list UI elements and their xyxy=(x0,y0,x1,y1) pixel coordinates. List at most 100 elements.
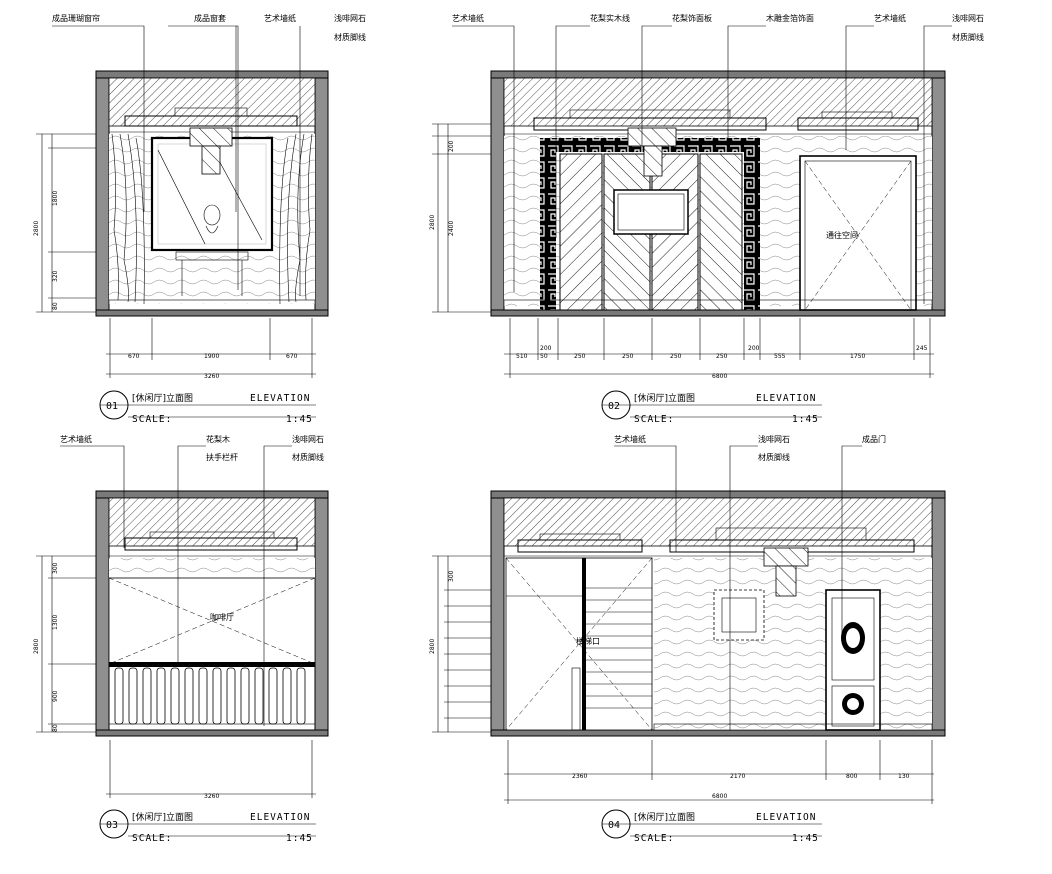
scale-value: 1:45 xyxy=(792,833,819,844)
callout-label: 浅啡网石 xyxy=(758,434,790,444)
drawing-number: 01 xyxy=(106,401,118,412)
callout-label: 材质脚线 xyxy=(292,452,324,462)
curtain-right xyxy=(279,133,313,305)
callout-leaders xyxy=(452,25,952,304)
dim-label-vertical: 1800 xyxy=(52,191,59,206)
callout-leaders xyxy=(614,445,862,730)
callout-label: 艺术墙纸 xyxy=(874,13,906,23)
dim-total: 3260 xyxy=(204,793,219,800)
right-wall xyxy=(314,497,329,737)
elevation-panel-03: 艺术墙纸 花梨木 扶手栏杆 浅啡网石 材质脚线 咖啡厅 3260 2800 30… xyxy=(33,434,329,844)
room-label: 咖啡厅 xyxy=(210,612,234,622)
scale-label: SCALE: xyxy=(132,833,172,844)
handrail xyxy=(109,662,315,667)
callout-label: 成品门 xyxy=(862,434,886,444)
dim-label: 555 xyxy=(774,353,786,360)
chandelier xyxy=(627,127,677,147)
right-wall xyxy=(931,77,946,317)
elevation-panel-01: 成品珊瑚窗帘 成品窗套 艺术墙纸 浅啡网石 材质脚线 670 1900 670 … xyxy=(33,13,366,425)
dim-total: 6800 xyxy=(712,793,727,800)
drawing-number: 04 xyxy=(608,820,620,831)
left-wall xyxy=(95,497,110,737)
dim-label-vertical: 300 xyxy=(448,570,455,582)
curtain-left xyxy=(111,133,145,305)
dim-total: 3260 xyxy=(204,373,219,380)
dim-label-vertical: 2800 xyxy=(429,639,436,654)
ceiling-void xyxy=(108,77,316,127)
dim-vertical xyxy=(36,133,96,313)
ceiling-light-cove xyxy=(174,107,248,117)
callout-label: 浅啡网石 xyxy=(952,13,984,23)
drawing-name: [休闲厅]立面图 xyxy=(634,392,695,404)
dim-label: 200 xyxy=(748,345,760,352)
elevation-label: ELEVATION xyxy=(250,812,310,823)
dim-label: 250 xyxy=(716,353,728,360)
dim-label: 250 xyxy=(670,353,682,360)
right-wall xyxy=(314,77,329,317)
callout-label: 花梨实木线 xyxy=(590,13,630,23)
dim-label: 200 xyxy=(540,345,552,352)
fret-border-right xyxy=(744,138,760,310)
chandelier xyxy=(763,547,809,567)
wood-panel xyxy=(699,153,743,311)
wall-art-frame xyxy=(713,589,765,641)
dim-label-vertical: 900 xyxy=(52,690,59,702)
callout-label: 花梨木 xyxy=(206,434,230,444)
top-slab xyxy=(490,490,946,499)
left-wall xyxy=(490,497,505,737)
dim-label-vertical: 320 xyxy=(52,270,59,282)
dim-label-vertical: 2400 xyxy=(448,221,455,236)
floor-slab xyxy=(490,729,946,737)
scale-label: SCALE: xyxy=(634,833,674,844)
callout-label: 艺术墙纸 xyxy=(452,13,484,23)
elevation-label: ELEVATION xyxy=(756,393,816,404)
top-slab xyxy=(490,70,946,79)
dim-label-vertical: 200 xyxy=(448,140,455,152)
dim-total: 6800 xyxy=(712,373,727,380)
dim-label-vertical: 80 xyxy=(52,302,59,310)
dim-label: 2360 xyxy=(572,773,587,780)
room-label: 通往空间 xyxy=(826,230,858,240)
callout-label: 扶手栏杆 xyxy=(206,452,238,462)
callout-label: 成品珊瑚窗帘 xyxy=(52,13,100,23)
balusters xyxy=(114,667,306,725)
stair-stringer xyxy=(582,558,586,730)
dim-label: 250 xyxy=(622,353,634,360)
scale-value: 1:45 xyxy=(286,414,313,425)
scale-value: 1:45 xyxy=(792,414,819,425)
title-block-04 xyxy=(601,809,822,839)
dim-label: 50 xyxy=(540,353,548,360)
top-slab xyxy=(95,490,329,499)
dim-label-vertical: 80 xyxy=(52,724,59,732)
dim-horizontal xyxy=(504,740,934,804)
ceiling-void xyxy=(503,77,933,127)
callout-label: 艺术墙纸 xyxy=(60,434,92,444)
dim-label: 1900 xyxy=(204,353,219,360)
dim-vertical xyxy=(36,555,96,733)
callout-label: 艺术墙纸 xyxy=(264,13,296,23)
scale-label: SCALE: xyxy=(132,414,172,425)
fret-border-left xyxy=(540,138,556,310)
left-wall xyxy=(95,77,110,317)
elevation-panel-04: 艺术墙纸 浅啡网石 材质脚线 成品门 楼梯口 2360 2170 800 130… xyxy=(429,434,946,844)
room-label: 楼梯口 xyxy=(576,636,600,646)
callout-label: 浅啡网石 xyxy=(334,13,366,23)
wallpaper-field xyxy=(109,558,315,578)
dim-label-vertical: 2800 xyxy=(33,221,40,236)
title-block-01 xyxy=(99,390,316,420)
skirting xyxy=(108,299,316,311)
dim-label: 130 xyxy=(898,773,910,780)
right-wall xyxy=(931,497,946,737)
left-wall xyxy=(490,77,505,317)
ceiling-void xyxy=(503,497,933,547)
console-table xyxy=(175,251,249,261)
dim-label: 2170 xyxy=(730,773,745,780)
callout-label: 材质脚线 xyxy=(952,32,984,42)
top-slab xyxy=(95,70,329,79)
dim-horizontal xyxy=(106,740,316,798)
drawing-name: [休闲厅]立面图 xyxy=(132,811,193,823)
drawing-name: [休闲厅]立面图 xyxy=(634,811,695,823)
floor-slab xyxy=(95,309,329,317)
elevation-label: ELEVATION xyxy=(250,393,310,404)
